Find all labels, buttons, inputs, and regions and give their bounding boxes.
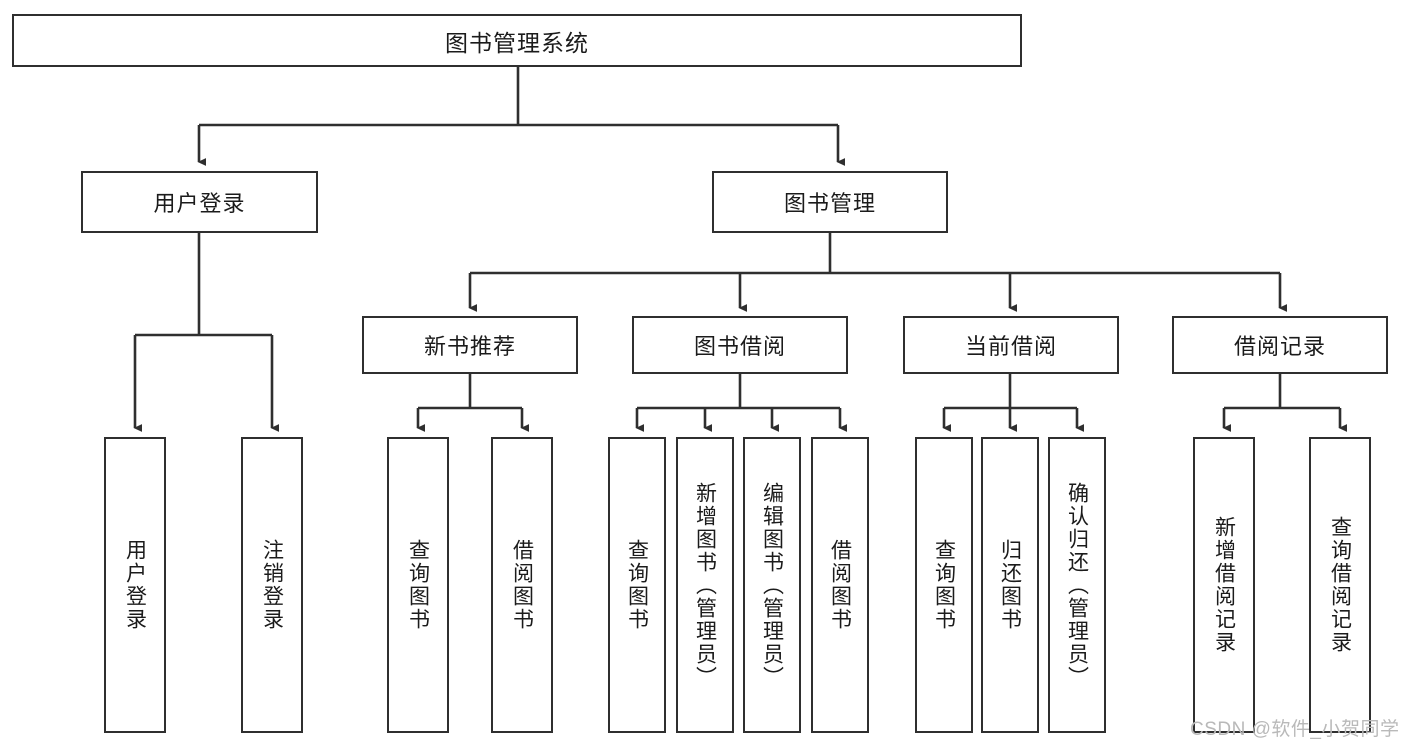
node-book-borrow[interactable]: 图书借阅 (632, 316, 848, 374)
node-user-login[interactable]: 用户登录 (81, 171, 318, 233)
csdn-watermark: CSDN @软件_小贺同学 (1190, 719, 1400, 740)
leaf-record-query[interactable]: 查询借阅记录 (1309, 437, 1371, 733)
leaf-recommend-borrow-book[interactable]: 借阅图书 (491, 437, 553, 733)
node-new-book-recommend[interactable]: 新书推荐 (362, 316, 578, 374)
leaf-record-add[interactable]: 新增借阅记录 (1193, 437, 1255, 733)
node-current-borrow[interactable]: 当前借阅 (903, 316, 1119, 374)
leaf-user-logout[interactable]: 注销登录 (241, 437, 303, 733)
leaf-current-query-book[interactable]: 查询图书 (915, 437, 973, 733)
leaf-user-login[interactable]: 用户登录 (104, 437, 166, 733)
leaf-borrow-add-book-admin[interactable]: 新增图书（管理员） (676, 437, 734, 733)
leaf-current-confirm-return-admin[interactable]: 确认归还（管理员） (1048, 437, 1106, 733)
leaf-current-return-book[interactable]: 归还图书 (981, 437, 1039, 733)
node-borrow-record[interactable]: 借阅记录 (1172, 316, 1388, 374)
leaf-borrow-query-book[interactable]: 查询图书 (608, 437, 666, 733)
node-root-system[interactable]: 图书管理系统 (12, 14, 1022, 67)
node-book-management[interactable]: 图书管理 (712, 171, 948, 233)
leaf-borrow-edit-book-admin[interactable]: 编辑图书（管理员） (743, 437, 801, 733)
leaf-recommend-query-book[interactable]: 查询图书 (387, 437, 449, 733)
leaf-borrow-borrow-book[interactable]: 借阅图书 (811, 437, 869, 733)
